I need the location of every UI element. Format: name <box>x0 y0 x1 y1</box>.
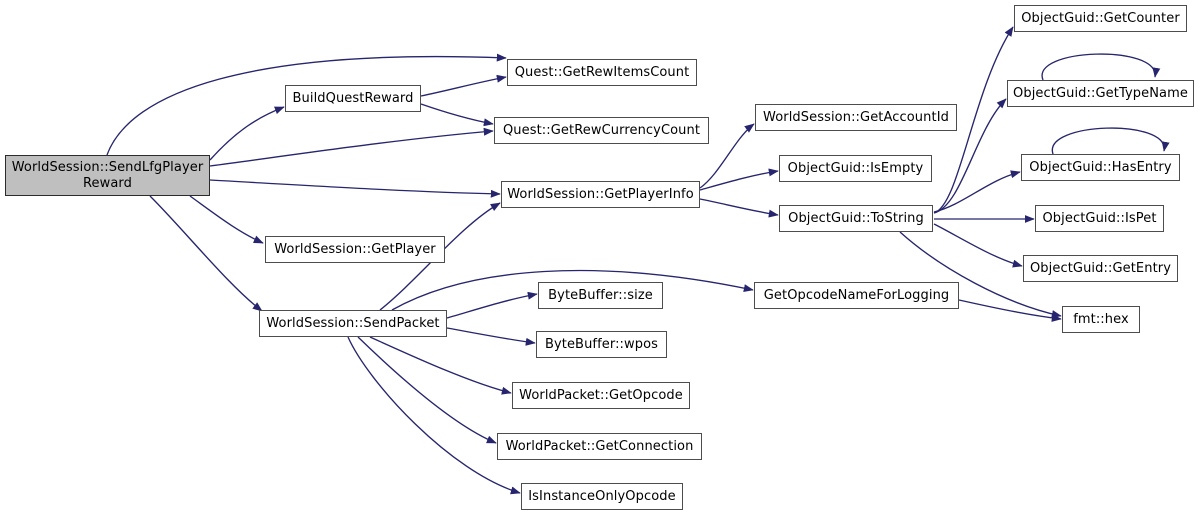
graph-node-getplayer[interactable]: WorldSession::GetPlayer <box>265 236 445 263</box>
graph-node-rewitems[interactable]: Quest::GetRewItemsCount <box>507 59 697 86</box>
edge-tostring-to-getcounter <box>933 26 1014 214</box>
graph-node-wpconn[interactable]: WorldPacket::GetConnection <box>497 433 702 460</box>
edge-root-to-rewcurr <box>209 127 494 167</box>
edge-sendpacket-to-wpconn <box>357 336 497 444</box>
graph-node-hasentry[interactable]: ObjectGuid::HasEntry <box>1021 154 1180 181</box>
graph-node-fmthex[interactable]: fmt::hex <box>1062 306 1140 333</box>
graph-node-playerinfo[interactable]: WorldSession::GetPlayerInfo <box>501 181 700 208</box>
graph-node-root[interactable]: WorldSession::SendLfgPlayer Reward <box>5 155 210 196</box>
edge-playerinfo-to-tostring <box>699 198 779 218</box>
edge-root-to-getplayer <box>189 195 264 244</box>
graph-node-isinstonly[interactable]: IsInstanceOnlyOpcode <box>521 483 683 510</box>
graph-node-tostring[interactable]: ObjectGuid::ToString <box>779 205 933 232</box>
edge-sendpacket-to-wpopcode <box>369 336 512 395</box>
graph-node-opcname[interactable]: GetOpcodeNameForLogging <box>754 282 959 309</box>
edge-tostring-to-fmthex <box>899 231 1062 318</box>
graph-node-sendpacket[interactable]: WorldSession::SendPacket <box>259 310 447 337</box>
graph-node-bqr[interactable]: BuildQuestReward <box>285 85 421 112</box>
edge-tostring-to-getentry <box>933 223 1023 268</box>
edge-sendpacket-to-bbwpos <box>446 327 536 346</box>
edge-tostring-to-gettype <box>933 98 1007 214</box>
graph-node-rewcurr[interactable]: Quest::GetRewCurrencyCount <box>494 117 709 144</box>
edge-playerinfo-to-isempty <box>699 168 779 191</box>
graph-node-bbsize[interactable]: ByteBuffer::size <box>538 282 663 309</box>
edge-bqr-to-rewitems <box>420 74 507 97</box>
edge-sendpacket-to-bbsize <box>446 291 538 319</box>
graph-node-getcounter[interactable]: ObjectGuid::GetCounter <box>1014 5 1187 32</box>
graph-node-bbwpos[interactable]: ByteBuffer::wpos <box>536 331 667 358</box>
graph-node-wpopcode[interactable]: WorldPacket::GetOpcode <box>512 382 690 409</box>
edge-gettype-to-gettype <box>1041 53 1161 81</box>
edge-root-to-bqr <box>209 106 285 161</box>
graph-node-ispet[interactable]: ObjectGuid::IsPet <box>1035 205 1164 232</box>
graph-node-isempty[interactable]: ObjectGuid::IsEmpty <box>779 155 932 182</box>
graph-node-gettype[interactable]: ObjectGuid::GetTypeName <box>1007 80 1194 107</box>
edge-tostring-to-hasentry <box>933 170 1021 213</box>
edge-sendpacket-to-isinstonly <box>347 336 521 495</box>
edge-bqr-to-rewcurr <box>420 103 494 127</box>
edge-sendpacket-to-opcname <box>391 269 754 311</box>
edge-root-to-rewitems <box>106 53 507 156</box>
edge-hasentry-to-hasentry <box>1051 127 1170 155</box>
edge-opcname-to-fmthex <box>958 299 1062 322</box>
graph-node-acctid[interactable]: WorldSession::GetAccountId <box>755 104 957 131</box>
edge-root-to-playerinfo <box>209 179 501 198</box>
graph-node-getentry[interactable]: ObjectGuid::GetEntry <box>1023 255 1178 282</box>
edge-playerinfo-to-acctid <box>699 123 755 189</box>
edge-root-to-sendpacket <box>149 195 263 312</box>
